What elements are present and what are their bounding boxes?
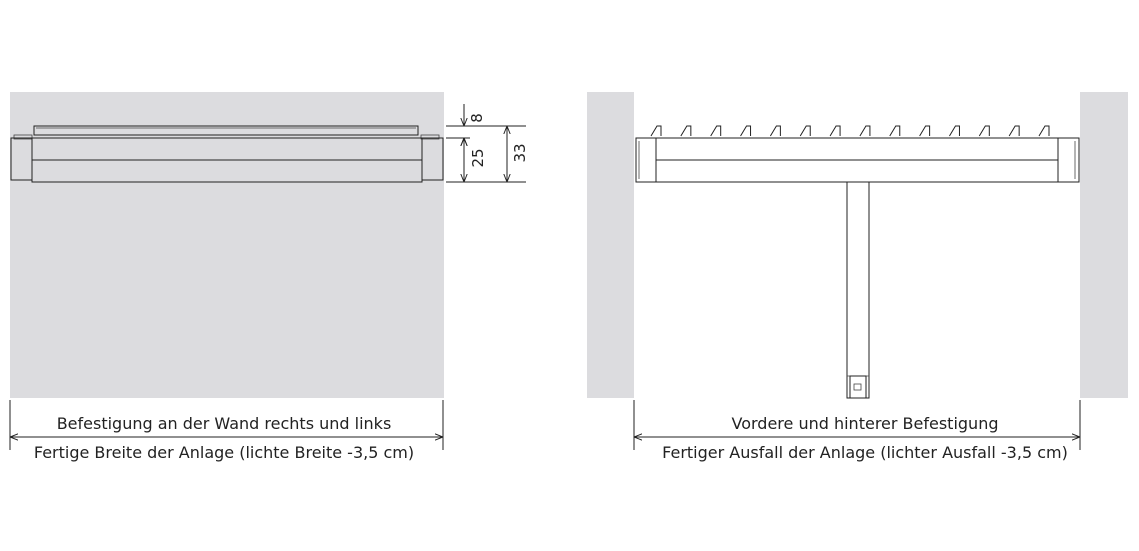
left-rail-tab-left xyxy=(13,134,33,140)
louver-hook xyxy=(799,125,811,137)
left-top-rail xyxy=(33,125,419,136)
dim-label-middle: 25 xyxy=(469,148,487,167)
louver-hook xyxy=(949,125,960,137)
louver-hook xyxy=(740,125,752,137)
right-caption-mount: Vordere und hinterer Befestigung xyxy=(732,414,999,433)
louver-hook xyxy=(829,125,841,137)
louver-hook xyxy=(919,125,931,137)
left-caption-mount: Befestigung an der Wand rechts und links xyxy=(57,414,392,433)
left-view: 8 25 33 Befestigung an der Wand rechts u… xyxy=(9,92,529,462)
right-view: Vordere und hinterer Befestigung Fertige… xyxy=(587,92,1128,462)
louver-hook xyxy=(859,125,871,137)
louver-hook xyxy=(1038,125,1050,137)
right-wall-left xyxy=(587,92,634,398)
louver-hook xyxy=(978,125,990,137)
left-wall-area xyxy=(10,92,444,398)
left-caption-width: Fertige Breite der Anlage (lichte Breite… xyxy=(34,443,414,462)
right-center-post xyxy=(846,181,870,399)
dim-label-total: 33 xyxy=(511,143,529,162)
left-wall-bracket-right xyxy=(421,137,444,181)
dim-label-top: 8 xyxy=(468,113,486,123)
right-caption-extension: Fertiger Ausfall der Anlage (lichter Aus… xyxy=(662,443,1068,462)
left-dimensions: 8 25 33 xyxy=(446,104,529,183)
right-wall-right xyxy=(1080,92,1128,398)
louver-hook xyxy=(680,125,692,137)
louver-hook xyxy=(650,125,662,137)
louver-row xyxy=(650,125,1050,137)
left-wall-bracket-left xyxy=(10,137,33,181)
left-rail-tab-right xyxy=(420,134,440,140)
louver-hook xyxy=(710,125,722,137)
louver-hook xyxy=(889,125,901,137)
right-post-foot xyxy=(849,375,867,399)
louver-hook xyxy=(1008,125,1020,137)
louver-hook xyxy=(769,125,781,137)
